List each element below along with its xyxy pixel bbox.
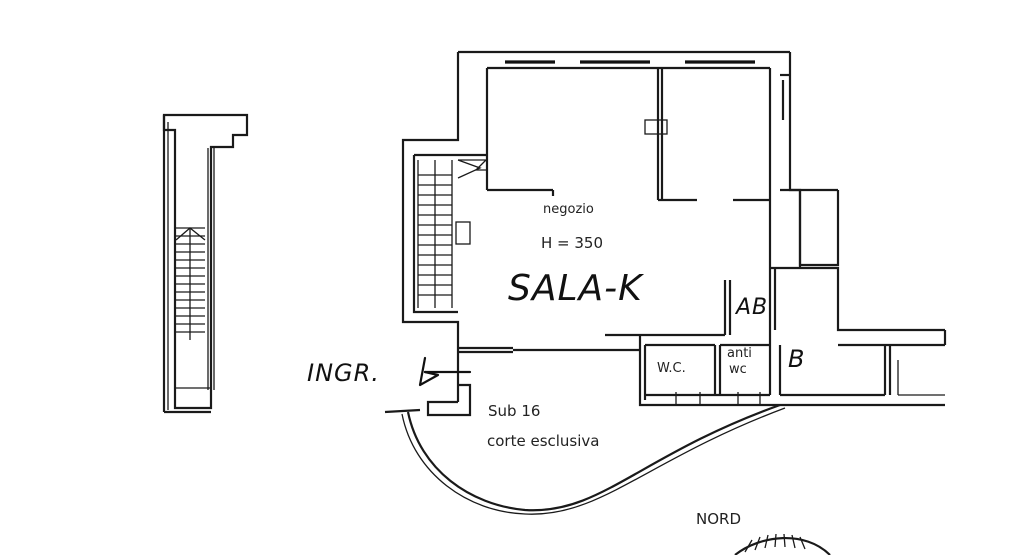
bathroom-block — [638, 335, 945, 407]
room-height-label: H = 350 — [541, 234, 604, 252]
anti-wc-label-line2: wc — [729, 362, 747, 377]
north-arrow — [734, 533, 831, 555]
shop-walls — [401, 50, 947, 402]
b-handwritten: B — [788, 345, 806, 373]
sub-label: Sub 16 — [488, 402, 541, 420]
handwritten-marks — [418, 356, 472, 387]
shop-staircase — [412, 153, 488, 314]
entrance-handwritten: INGR. — [307, 359, 380, 387]
entrance-and-courtyard — [384, 383, 786, 515]
wc-label: W.C. — [657, 361, 686, 376]
left-building-section — [162, 113, 249, 414]
courtyard-label: corte esclusiva — [487, 432, 600, 450]
ab-handwritten: AB — [736, 295, 769, 320]
north-label: NORD — [696, 510, 741, 528]
room-use-label: negozio — [543, 202, 594, 217]
anti-wc-label-line1: anti — [727, 346, 752, 361]
room-name-handwritten: SALA-K — [508, 268, 643, 309]
